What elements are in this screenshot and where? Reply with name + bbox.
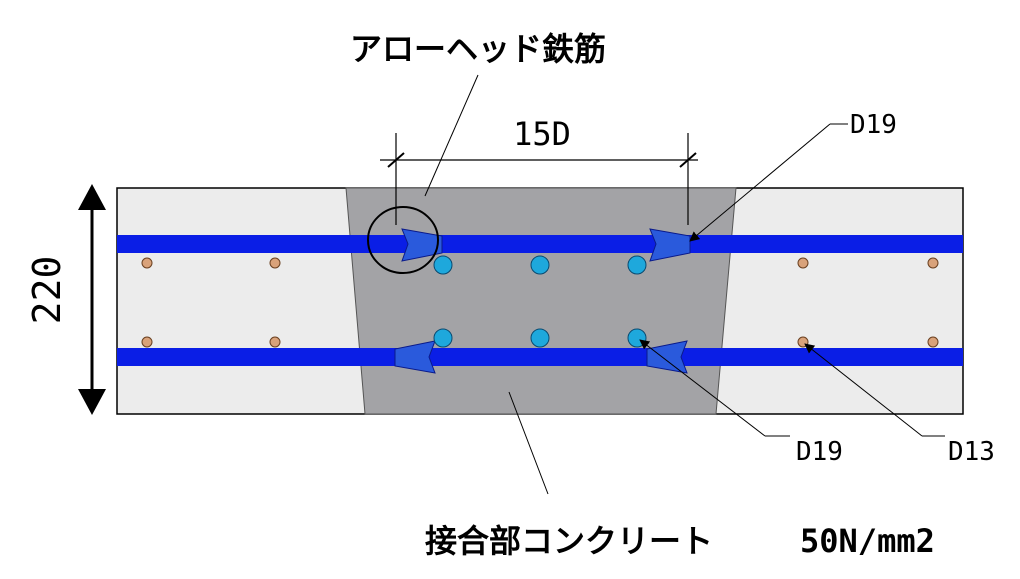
joint-bar (627, 328, 647, 348)
spacing-dimension (380, 133, 698, 225)
joint-bar (433, 328, 453, 348)
lower-arrowheads (394, 340, 688, 374)
joint-bar (530, 328, 550, 348)
lower-main-rebar (117, 348, 963, 366)
arrowhead-upper-left (401, 228, 443, 262)
bar-label-upper-right: D19 (850, 110, 897, 140)
distribution-bar (269, 336, 281, 348)
distribution-bar (797, 257, 809, 269)
distribution-bar (269, 257, 281, 269)
distribution-bar (141, 336, 153, 348)
double-headed-vertical-arrow-icon (78, 184, 106, 415)
distribution-bars (141, 257, 939, 348)
bar-label-lower-right: D13 (948, 437, 995, 467)
arrowhead-lower-right (646, 340, 688, 374)
arrowhead-leader-line (424, 74, 479, 197)
joint-concrete-label: 接合部コンクリート (425, 522, 713, 560)
upper-arrowheads (401, 228, 691, 262)
thickness-label: 220 (25, 256, 69, 325)
spacing-label: 15D (513, 115, 571, 153)
arrowhead-lower-left (394, 340, 436, 374)
leader-upper-right-d19 (689, 123, 831, 242)
joint-concrete-leader-line (508, 391, 549, 495)
arrowhead-rebar-label: アローヘッド鉄筋 (350, 30, 606, 68)
arrowhead-upper-right (649, 228, 691, 262)
bar-label-lower-center: D19 (796, 437, 843, 467)
leader-lower-right-d13 (804, 343, 923, 437)
distribution-bar (141, 257, 153, 269)
upper-main-rebar (117, 235, 963, 253)
joint-bar (433, 255, 453, 275)
distribution-bar (927, 336, 939, 348)
leader-lower-center-d19 (639, 339, 766, 437)
joint-bar (530, 255, 550, 275)
joint-bars (433, 255, 647, 348)
joint-concrete-region (345, 187, 737, 415)
distribution-bar (927, 257, 939, 269)
detail-circle-icon (367, 206, 439, 274)
joint-bar (627, 255, 647, 275)
concrete-strength-label: 50N/mm2 (800, 522, 935, 560)
